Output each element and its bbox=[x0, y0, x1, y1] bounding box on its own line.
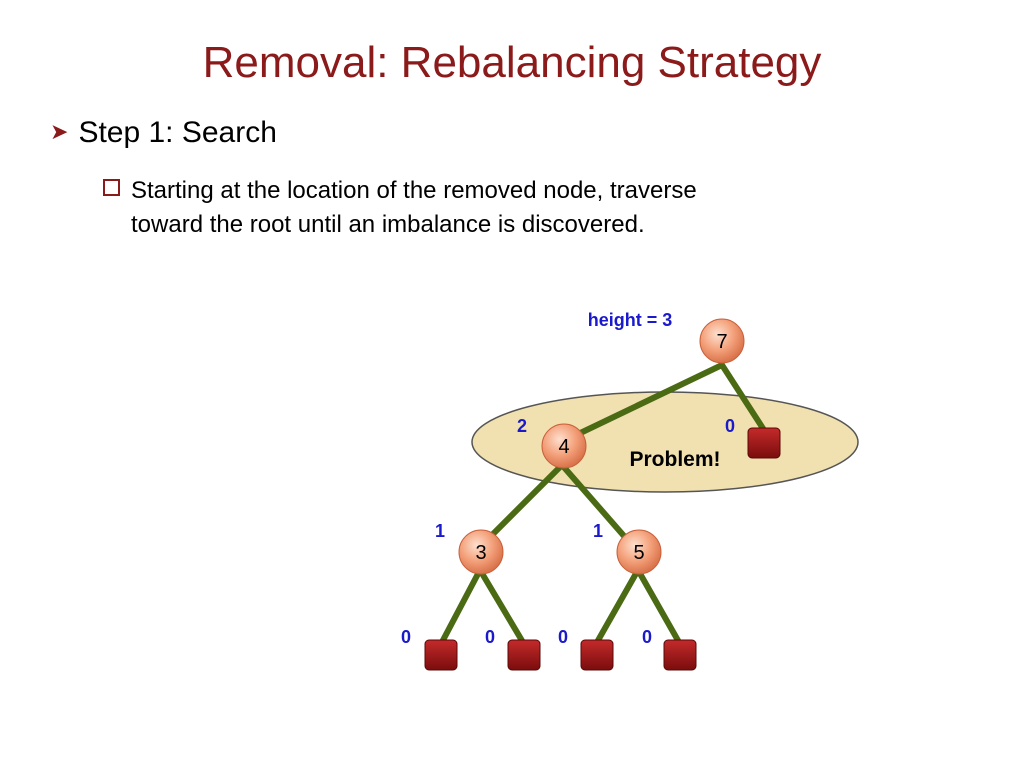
tree-edges bbox=[438, 362, 767, 647]
height-n4: 2 bbox=[517, 416, 527, 436]
leaf-r7 bbox=[747, 427, 781, 459]
edge-5-leaf-left bbox=[593, 567, 641, 647]
checkbox-bullet-icon bbox=[103, 179, 120, 196]
height-label-root: height = 3 bbox=[588, 310, 673, 330]
node-3: 3 bbox=[458, 529, 504, 575]
arrow-bullet-icon: ➤ bbox=[50, 119, 69, 144]
height-n5: 1 bbox=[593, 521, 603, 541]
node-7-key: 7 bbox=[716, 331, 727, 353]
edge-4-3 bbox=[480, 462, 565, 547]
slide-title: Removal: Rebalancing Strategy bbox=[202, 38, 822, 87]
bullet-step-text: Step 1: Search bbox=[78, 116, 277, 149]
bullet-step: ➤ Step 1: Search bbox=[50, 116, 277, 150]
height-r7: 0 bbox=[725, 416, 735, 436]
leaf-l3 bbox=[424, 639, 458, 671]
sub-bullet-text: Starting at the location of the removed … bbox=[131, 177, 697, 238]
edge-4-5 bbox=[559, 462, 634, 547]
height-l5: 0 bbox=[558, 627, 568, 647]
leaf-r5 bbox=[663, 639, 697, 671]
node-7: 7 bbox=[699, 318, 745, 364]
height-l3: 0 bbox=[401, 627, 411, 647]
height-r5: 0 bbox=[642, 627, 652, 647]
edge-7-leaf bbox=[719, 362, 767, 433]
node-5-key: 5 bbox=[633, 542, 644, 564]
node-3-key: 3 bbox=[475, 542, 486, 564]
node-4: 4 bbox=[541, 423, 587, 469]
problem-label: Problem! bbox=[629, 448, 720, 471]
sub-bullet: Starting at the location of the removed … bbox=[103, 174, 723, 238]
problem-ellipse bbox=[471, 391, 859, 493]
node-4-key: 4 bbox=[558, 436, 569, 458]
height-r3: 0 bbox=[485, 627, 495, 647]
edge-3-leaf-right bbox=[477, 567, 527, 647]
leaf-l5 bbox=[580, 639, 614, 671]
edge-5-leaf-right bbox=[635, 567, 683, 647]
leaf-r3 bbox=[507, 639, 541, 671]
edge-7-4 bbox=[569, 362, 725, 440]
node-5: 5 bbox=[616, 529, 662, 575]
edge-3-leaf-left bbox=[438, 567, 483, 647]
height-n3: 1 bbox=[435, 521, 445, 541]
